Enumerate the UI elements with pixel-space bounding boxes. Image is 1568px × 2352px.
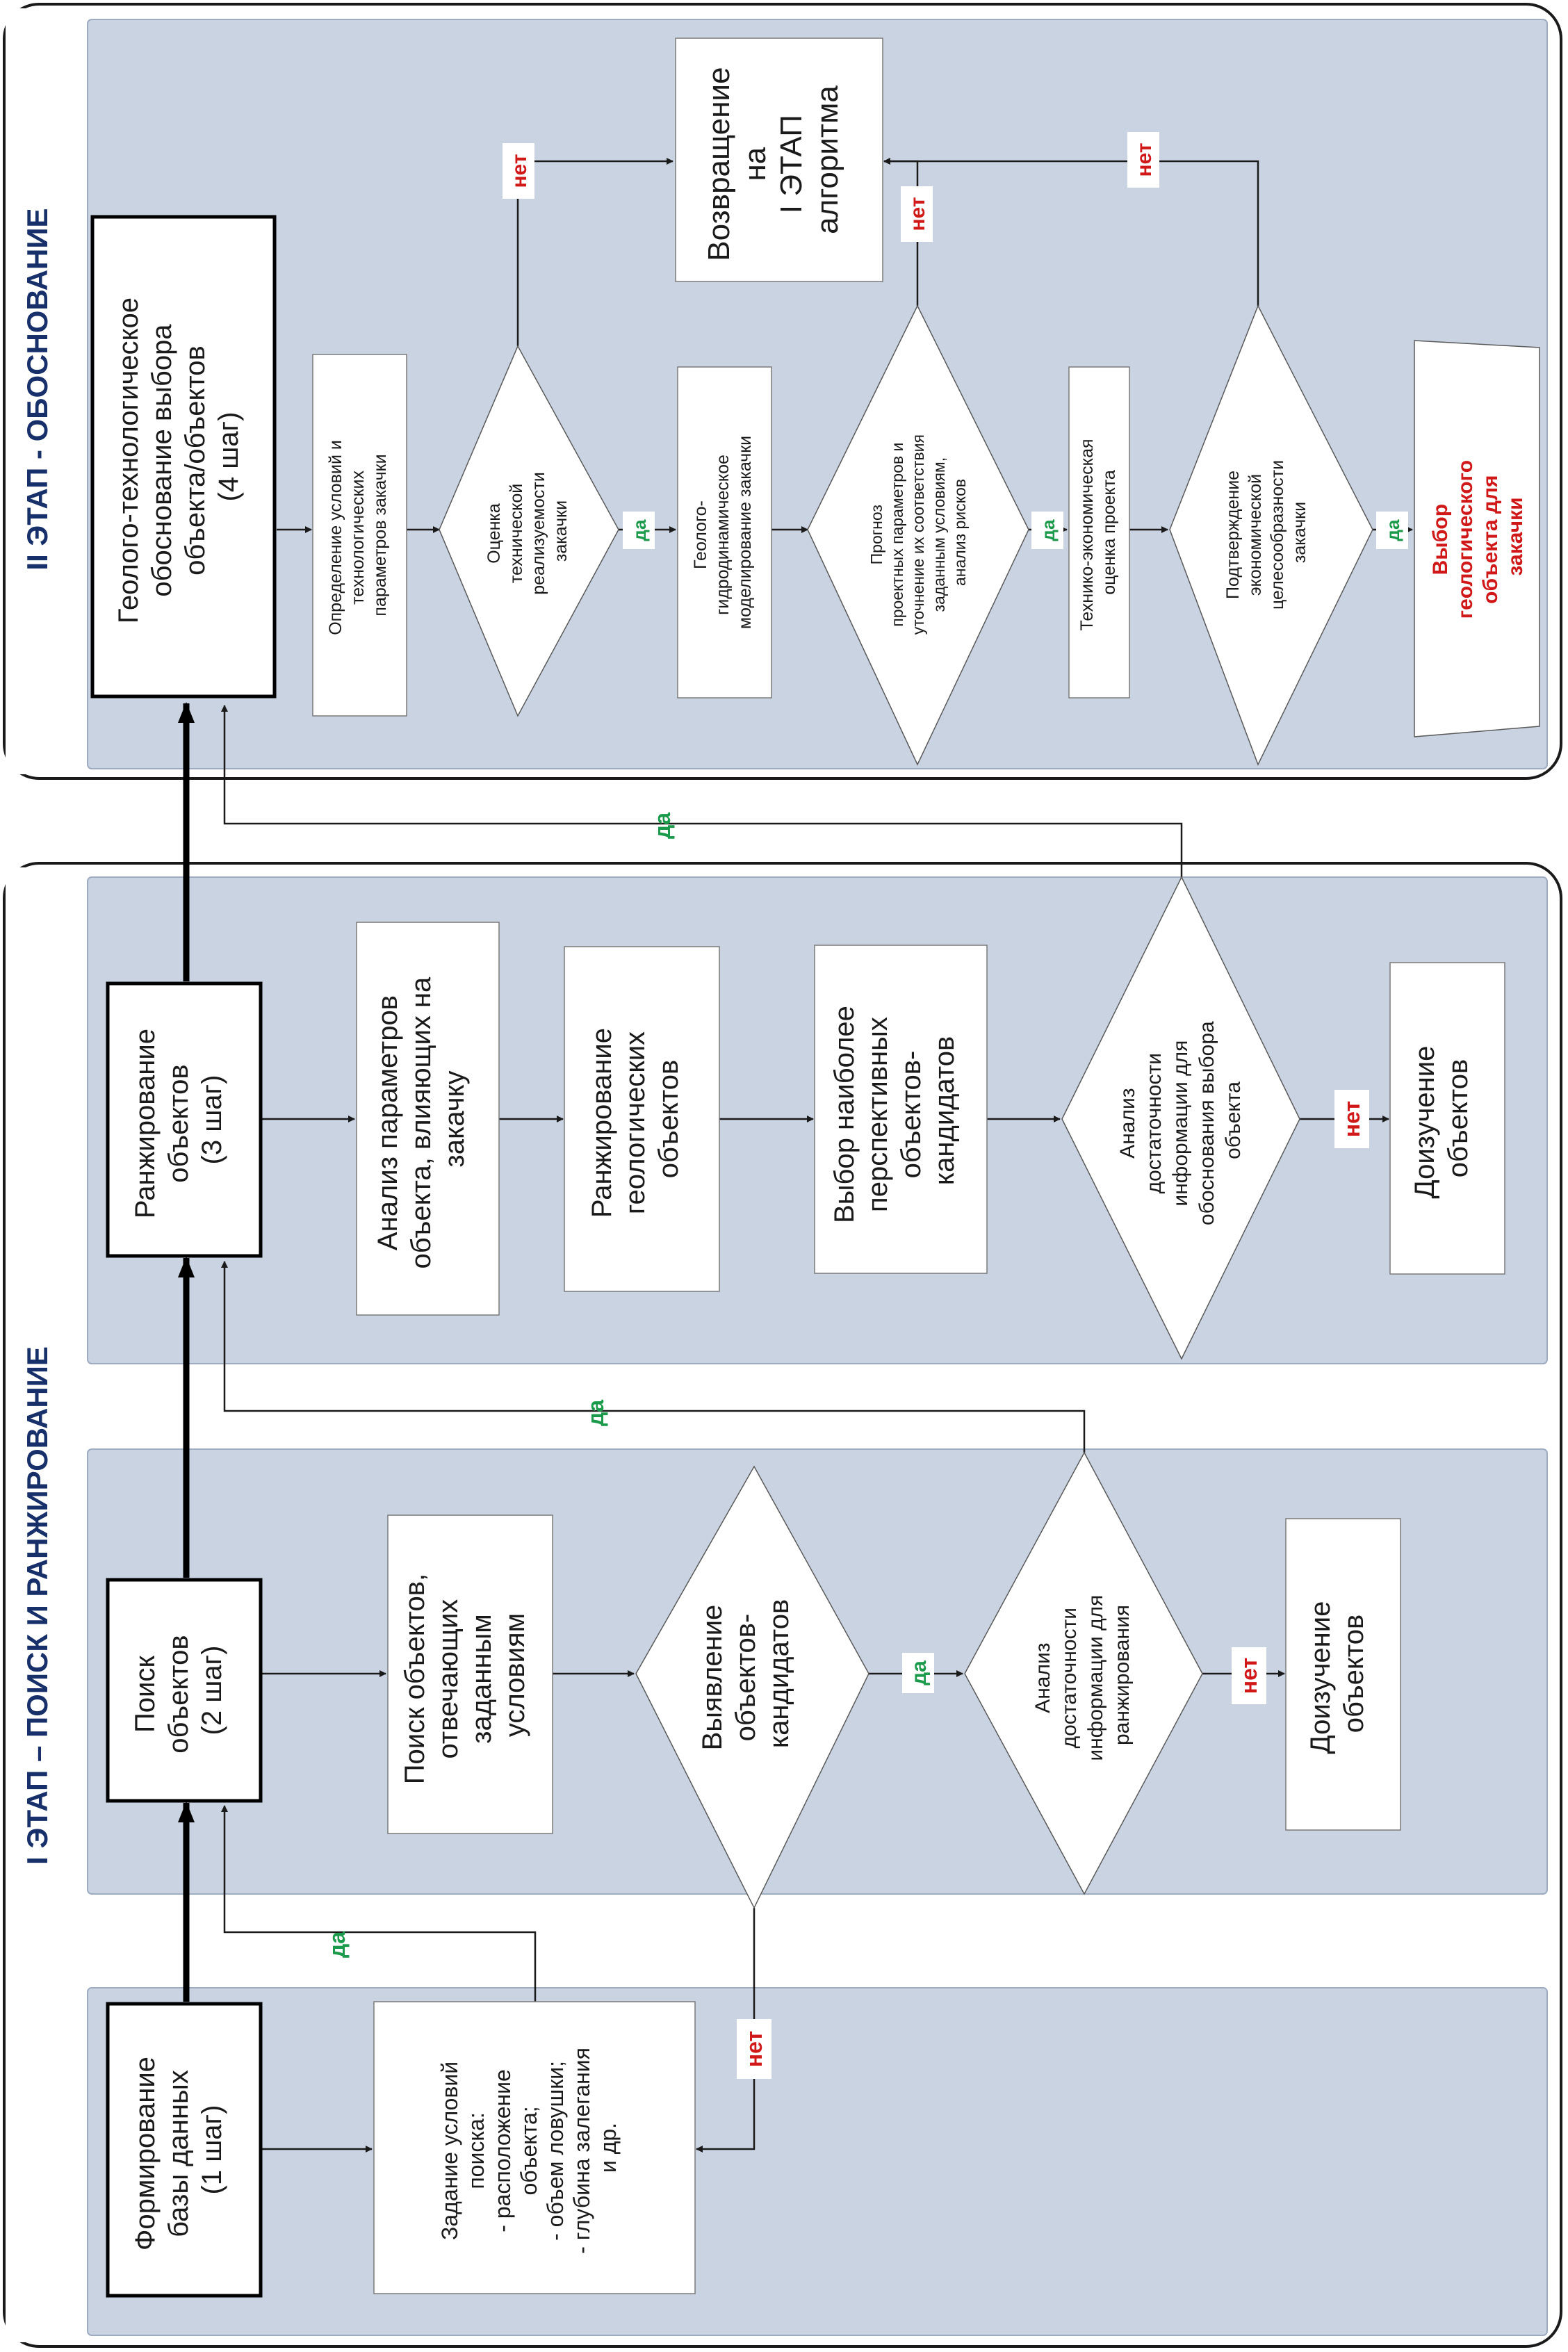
step3-params-label: Анализ параметров объекта, влияющих на з… [373, 970, 470, 1269]
step3-analysis-label: Анализ достаточности информации для обос… [1116, 1015, 1245, 1225]
step3-study-box [1389, 962, 1505, 1275]
step3-box-label: Ранжирование объектов (3 шаг) [130, 1021, 227, 1218]
step3-ranking-box [564, 946, 720, 1292]
step2-search-label: Поиск объектов, отвечающих заданным усло… [400, 1566, 530, 1785]
step1-no-badge: нет [742, 2031, 767, 2067]
step4-forecast-decision [807, 304, 1029, 766]
stage2-title: II ЭТАП - ОБОСНОВАНИЕ [21, 208, 54, 570]
step4-feasibility-label: Оценка технической реализуемости закачки [484, 467, 571, 595]
step2-analysis-label: Анализ достаточности информации для ранж… [1031, 1589, 1134, 1761]
step3-analysis-decision [1061, 876, 1300, 1360]
yes-no-badges: да нет да нет да да нет да да да нет нет… [325, 132, 1408, 2079]
stage1-title-strip [6, 867, 70, 2342]
step1-conditions-box [373, 2001, 696, 2294]
step4-goal-label: Выбор геологического объекта для закачки [1429, 455, 1527, 619]
connectors [178, 158, 1413, 2153]
band-step1 [87, 1987, 1548, 2336]
step4-feasibility-decision [439, 345, 619, 717]
step2-yes-badge: да [908, 1660, 931, 1685]
step4-economic-box [1068, 366, 1130, 699]
step3-yes-to-step4-badge: да [650, 812, 675, 839]
step4-modeling-box [677, 366, 772, 699]
step2-no-badge: нет [1236, 1658, 1261, 1694]
step3-study-label: Доизучение объектов [1410, 1038, 1473, 1199]
step2-study-box [1285, 1518, 1401, 1831]
step4-define-label: Определение условий и технологических па… [326, 435, 390, 635]
step3-box [106, 981, 263, 1258]
step4-yes3-badge: да [1382, 519, 1403, 541]
step4-modeling-label: Геолого- гидродинамическое моделирование… [691, 436, 755, 629]
step2-analysis-decision [964, 1451, 1203, 1895]
step4-return-label: Возвращение на I ЭТАП алгоритма [702, 58, 844, 261]
step4-economic-label: Технико-экономическая оценка проекта [1077, 434, 1119, 631]
band-step4 [87, 19, 1548, 769]
step2-box-label: Поиск объектов (2 шаг) [130, 1627, 227, 1754]
step3-yes-to-step3-badge: да [583, 1400, 608, 1426]
step2-study-label: Доизучение объектов [1305, 1594, 1369, 1754]
step2-candidates-decision [635, 1465, 869, 1909]
step1-box-label: Формирование базы данных (1 шаг) [130, 2049, 227, 2251]
stage1-title: I ЭТАП – ПОИСК И РАНЖИРОВАНИЕ [21, 1346, 54, 1865]
step4-define-box [312, 354, 407, 717]
step4-forecast-label: Прогноз проектных параметров и уточнение… [867, 430, 969, 635]
step1-conditions-label: Задание условий поиска: - расположение о… [437, 2041, 621, 2254]
step4-confirm-label: Подтверждение экономической целесообразн… [1223, 455, 1309, 610]
step2-search-box [387, 1514, 553, 1834]
step4-no1-badge: нет [508, 154, 531, 188]
step3-params-box [356, 922, 500, 1316]
step1-box [106, 2002, 263, 2298]
step3-ranking-label: Ранжирование геологических объектов [587, 1020, 684, 1218]
step3-no-badge: нет [1339, 1101, 1364, 1137]
step4-yes1-badge: да [629, 519, 650, 541]
step2-candidates-label: Выявление объектов- кандидатов [697, 1597, 794, 1751]
step3-select-label: Выбор наиболее перспективных объектов- к… [829, 998, 960, 1223]
step4-no2-badge: нет [906, 197, 929, 231]
step4-box [90, 215, 277, 699]
step3-select-box [814, 945, 988, 1274]
step4-yes2-badge: да [1038, 519, 1059, 541]
step4-box-label: Геолого-технологическое обоснование выбо… [113, 290, 244, 623]
step4-no3-badge: нет [1133, 142, 1156, 177]
step4-return-box [675, 38, 883, 282]
stage2-title-strip [6, 8, 70, 774]
step2-box [106, 1578, 263, 1803]
step4-confirm-decision [1169, 304, 1373, 766]
step1-yes-badge: да [325, 1932, 350, 1958]
step4-goal-shape [1414, 340, 1540, 737]
